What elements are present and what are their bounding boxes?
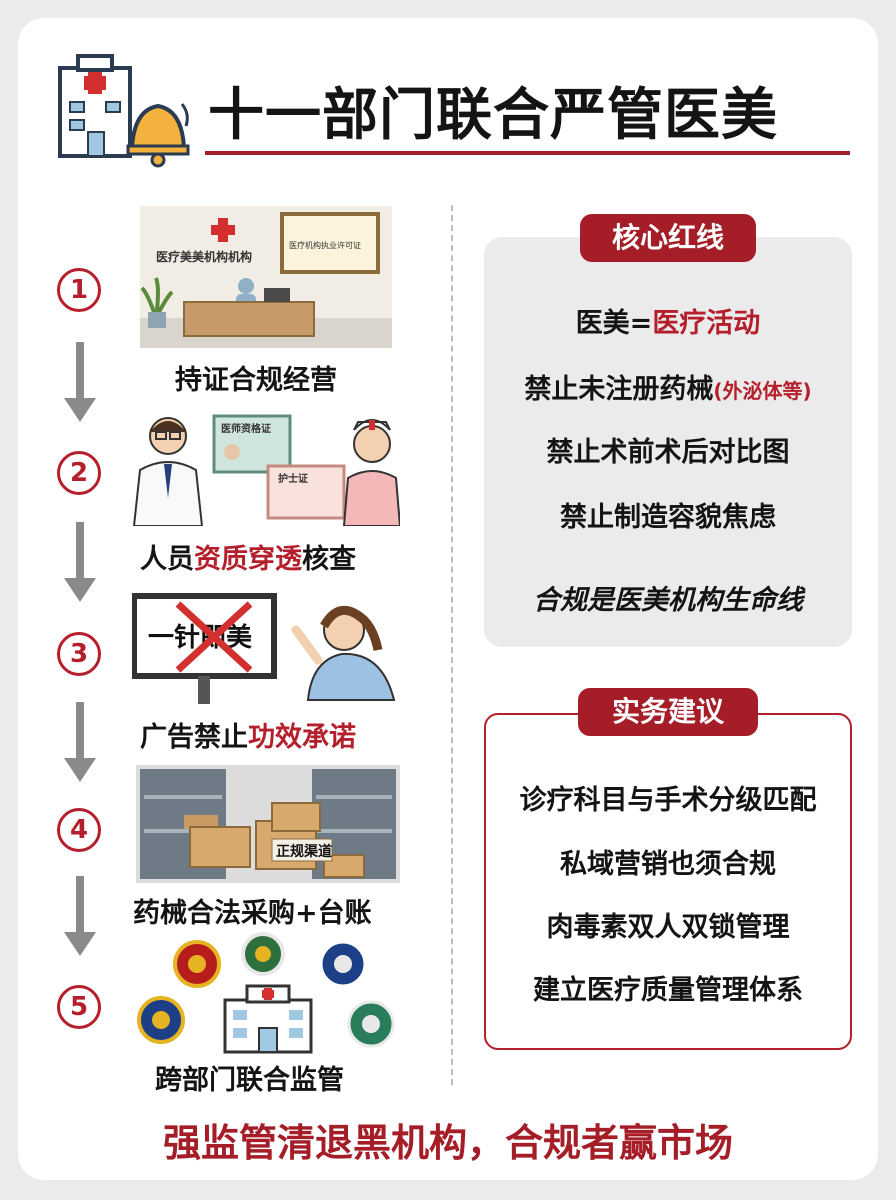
down-arrow-icon: [64, 342, 96, 422]
step-label-1: 持证合规经营: [175, 365, 337, 396]
step-number-5: 5: [57, 985, 101, 1029]
down-arrow-icon: [64, 702, 96, 782]
box-label-text: 正规渠道: [276, 843, 332, 860]
nurse-cert-text: 护士证: [278, 472, 308, 485]
step-number-3: 3: [57, 632, 101, 676]
banned-ad-billboard-illustration: 一针即美: [132, 593, 396, 704]
hospital-bell-icon: [58, 54, 190, 168]
down-arrow-icon: [64, 522, 96, 602]
clinic-reception-illustration: 医疗美美机构机构 医疗机构执业许可证: [140, 206, 392, 348]
license-text: 医疗机构执业许可证: [289, 240, 361, 250]
step-label-5: 跨部门联合监管: [155, 1065, 344, 1096]
step-number-1: 1: [57, 268, 101, 312]
core-line-3: 禁止术前术后对比图: [546, 437, 790, 468]
core-line-1: 医美=医疗活动: [575, 308, 761, 339]
advice-item: 诊疗科目与手术分级匹配: [519, 785, 817, 816]
step-label-3: 广告禁止功效承诺: [140, 722, 356, 753]
core-line-5: 合规是医美机构生命线: [533, 585, 803, 616]
step-number-4: 4: [57, 808, 101, 852]
down-arrow-icon: [64, 876, 96, 956]
advice-item: 肉毒素双人双锁管理: [546, 912, 790, 943]
agency-emblems-hospital-illustration: [137, 932, 395, 1054]
core-redline-panel: [484, 237, 852, 647]
clinic-sign-text: 医疗美美机构机构: [156, 249, 252, 264]
column-divider: [451, 205, 453, 1085]
step-label-2: 人员资质穿透核查: [140, 544, 356, 575]
practical-advice-badge: 实务建议: [578, 688, 758, 736]
advice-item: 私域营销也须合规: [560, 849, 776, 880]
doctor-cert-text: 医师资格证: [221, 422, 271, 435]
doctor-nurse-certificate-illustration: 医师资格证 护士证: [132, 414, 400, 526]
core-redline-badge: 核心红线: [580, 214, 756, 262]
step-label-4: 药械合法采购+台账: [133, 898, 372, 929]
page-title: 十一部门联合严管医美: [208, 83, 778, 148]
title-underline: [205, 151, 850, 155]
step-number-2: 2: [57, 451, 101, 495]
practical-advice-panel: [484, 713, 852, 1050]
warehouse-boxes-illustration: 正规渠道: [136, 765, 400, 883]
advice-item: 建立医疗质量管理体系: [533, 975, 803, 1006]
core-line-4: 禁止制造容貌焦虑: [560, 502, 776, 533]
core-line-2: 禁止未注册药械(外泌体等): [524, 374, 812, 405]
footer-slogan: 强监管清退黑机构，合规者赢市场: [162, 1121, 733, 1165]
